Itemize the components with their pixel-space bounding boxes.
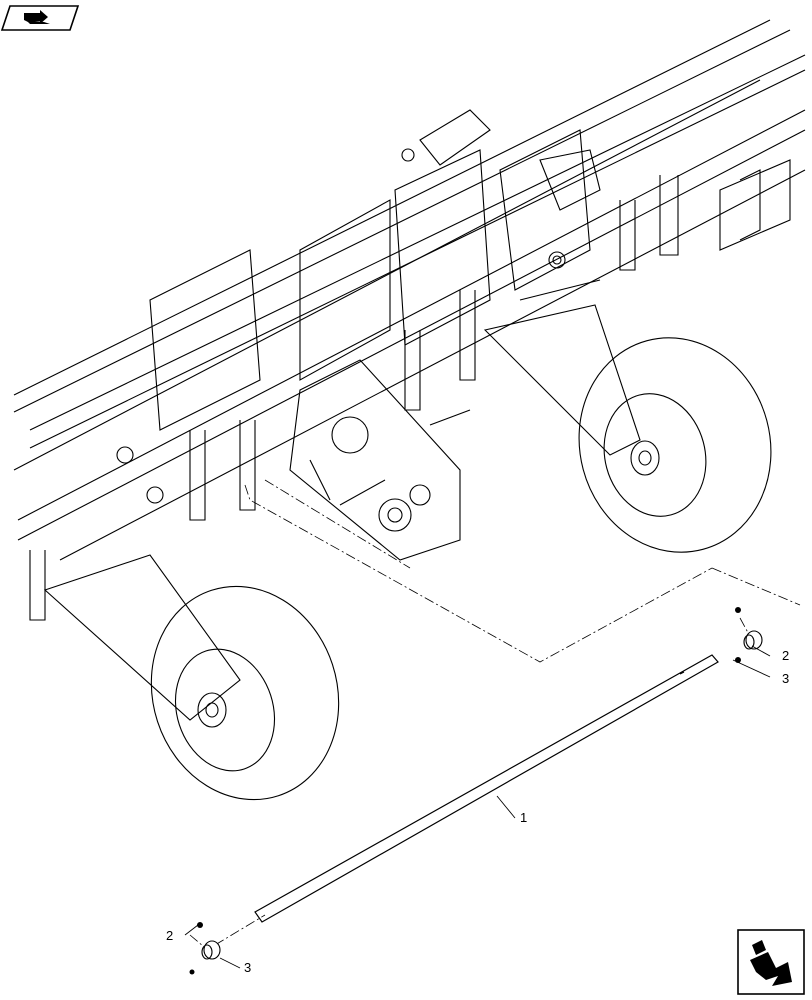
previous-page-icon[interactable] <box>0 5 80 31</box>
right-wheel <box>578 337 772 553</box>
frame-assembly-drawing <box>13 19 806 721</box>
callout-2-upper: 2 <box>782 648 789 663</box>
shaft-part <box>254 654 719 923</box>
left-wheel <box>150 585 340 801</box>
leader-lines <box>184 645 771 969</box>
callout-1: 1 <box>520 810 527 825</box>
callout-3-upper: 3 <box>782 671 789 686</box>
callout-2-lower: 3 <box>244 960 251 975</box>
lower-bearing-parts <box>189 922 221 975</box>
next-page-icon[interactable] <box>737 929 805 995</box>
callout-3-lower: 2 <box>166 928 173 943</box>
upper-bearing-parts <box>735 607 763 663</box>
assembly-guide-lines <box>189 479 801 953</box>
